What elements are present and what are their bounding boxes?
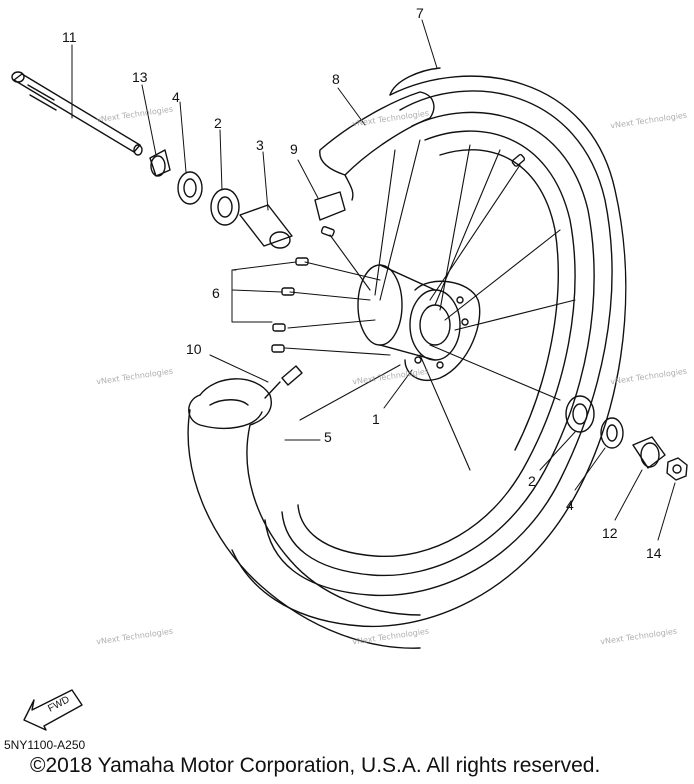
spacer [239, 204, 293, 249]
callout-8: 8 [332, 71, 340, 87]
callout-2-right: 2 [528, 473, 536, 489]
spoke-nipples [271, 153, 526, 353]
bearing-left [210, 188, 240, 226]
wheel-exploded-diagram: FWD [11, 19, 688, 731]
diagram-part-code: 5NY1100-A250 [4, 738, 86, 752]
rim-band [319, 91, 435, 201]
copyright-notice: ©2018 Yamaha Motor Corporation, U.S.A. A… [30, 754, 601, 777]
axle-nut [666, 457, 688, 481]
callout-11: 11 [62, 29, 77, 45]
collar-right [632, 436, 666, 469]
leader-lines [71, 19, 676, 541]
callout-9: 9 [290, 141, 298, 157]
oil-seal-left [177, 171, 203, 205]
collar-left [149, 149, 171, 177]
oil-seal-right [600, 417, 624, 449]
callout-12: 12 [602, 525, 618, 541]
front-axle [11, 71, 143, 156]
callout-10: 10 [186, 341, 202, 357]
callout-3: 3 [256, 137, 264, 153]
fwd-arrow-icon [23, 689, 83, 731]
callout-6: 6 [212, 285, 220, 301]
callout-1: 1 [372, 411, 380, 427]
tube-valve [264, 365, 303, 399]
callout-4-left: 4 [172, 89, 180, 105]
rim-lock [314, 191, 346, 221]
callout-4-right: 4 [566, 497, 574, 513]
callout-13: 13 [132, 69, 148, 85]
callout-2-left: 2 [214, 115, 222, 131]
wheel-hub [357, 264, 481, 381]
callout-5: 5 [324, 429, 332, 445]
callout-7: 7 [416, 5, 424, 21]
wheel-rim [264, 90, 613, 597]
callout-14: 14 [646, 545, 662, 561]
spokes [284, 139, 576, 471]
bearing-right [565, 395, 595, 433]
inner-tube [187, 378, 421, 649]
tire [231, 67, 627, 627]
